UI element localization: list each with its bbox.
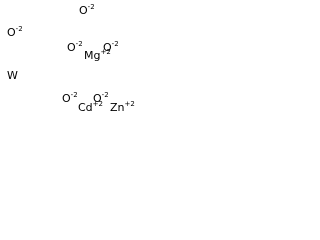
ion-charge: -2 xyxy=(87,3,95,11)
element-symbol: O xyxy=(67,41,76,54)
element-symbol: O xyxy=(93,92,102,105)
ion-label-zn: Zn+2 xyxy=(110,100,135,114)
element-symbol: W xyxy=(7,69,18,82)
ion-charge: -2 xyxy=(15,25,23,33)
ion-charge: +2 xyxy=(92,100,103,108)
ion-label-o-bottom-right: O-2 xyxy=(93,91,109,105)
element-symbol: Zn xyxy=(110,101,125,114)
ion-label-o-top: O-2 xyxy=(79,3,95,17)
element-symbol: O xyxy=(7,26,16,39)
element-symbol: O xyxy=(79,4,88,17)
ion-charge: -2 xyxy=(101,91,109,99)
element-symbol: O xyxy=(62,92,71,105)
ion-label-o-mid-right: O-2 xyxy=(103,40,119,54)
ion-label-o-bottom-left: O-2 xyxy=(62,91,78,105)
element-symbol: O xyxy=(103,41,112,54)
ion-label-mg: Mg+2 xyxy=(84,48,111,62)
ion-charge: -2 xyxy=(75,40,83,48)
ion-charge: -2 xyxy=(111,40,119,48)
ion-charge: -2 xyxy=(70,91,78,99)
ion-charge: +2 xyxy=(124,100,135,108)
element-label-w: W xyxy=(7,70,18,82)
ion-label-o-left: O-2 xyxy=(7,25,23,39)
element-symbol: Mg xyxy=(84,49,101,62)
element-symbol: Cd xyxy=(78,101,93,114)
ion-charge: +2 xyxy=(100,48,111,56)
ion-label-cd: Cd+2 xyxy=(78,100,103,114)
ion-label-o-mid-left: O-2 xyxy=(67,40,83,54)
